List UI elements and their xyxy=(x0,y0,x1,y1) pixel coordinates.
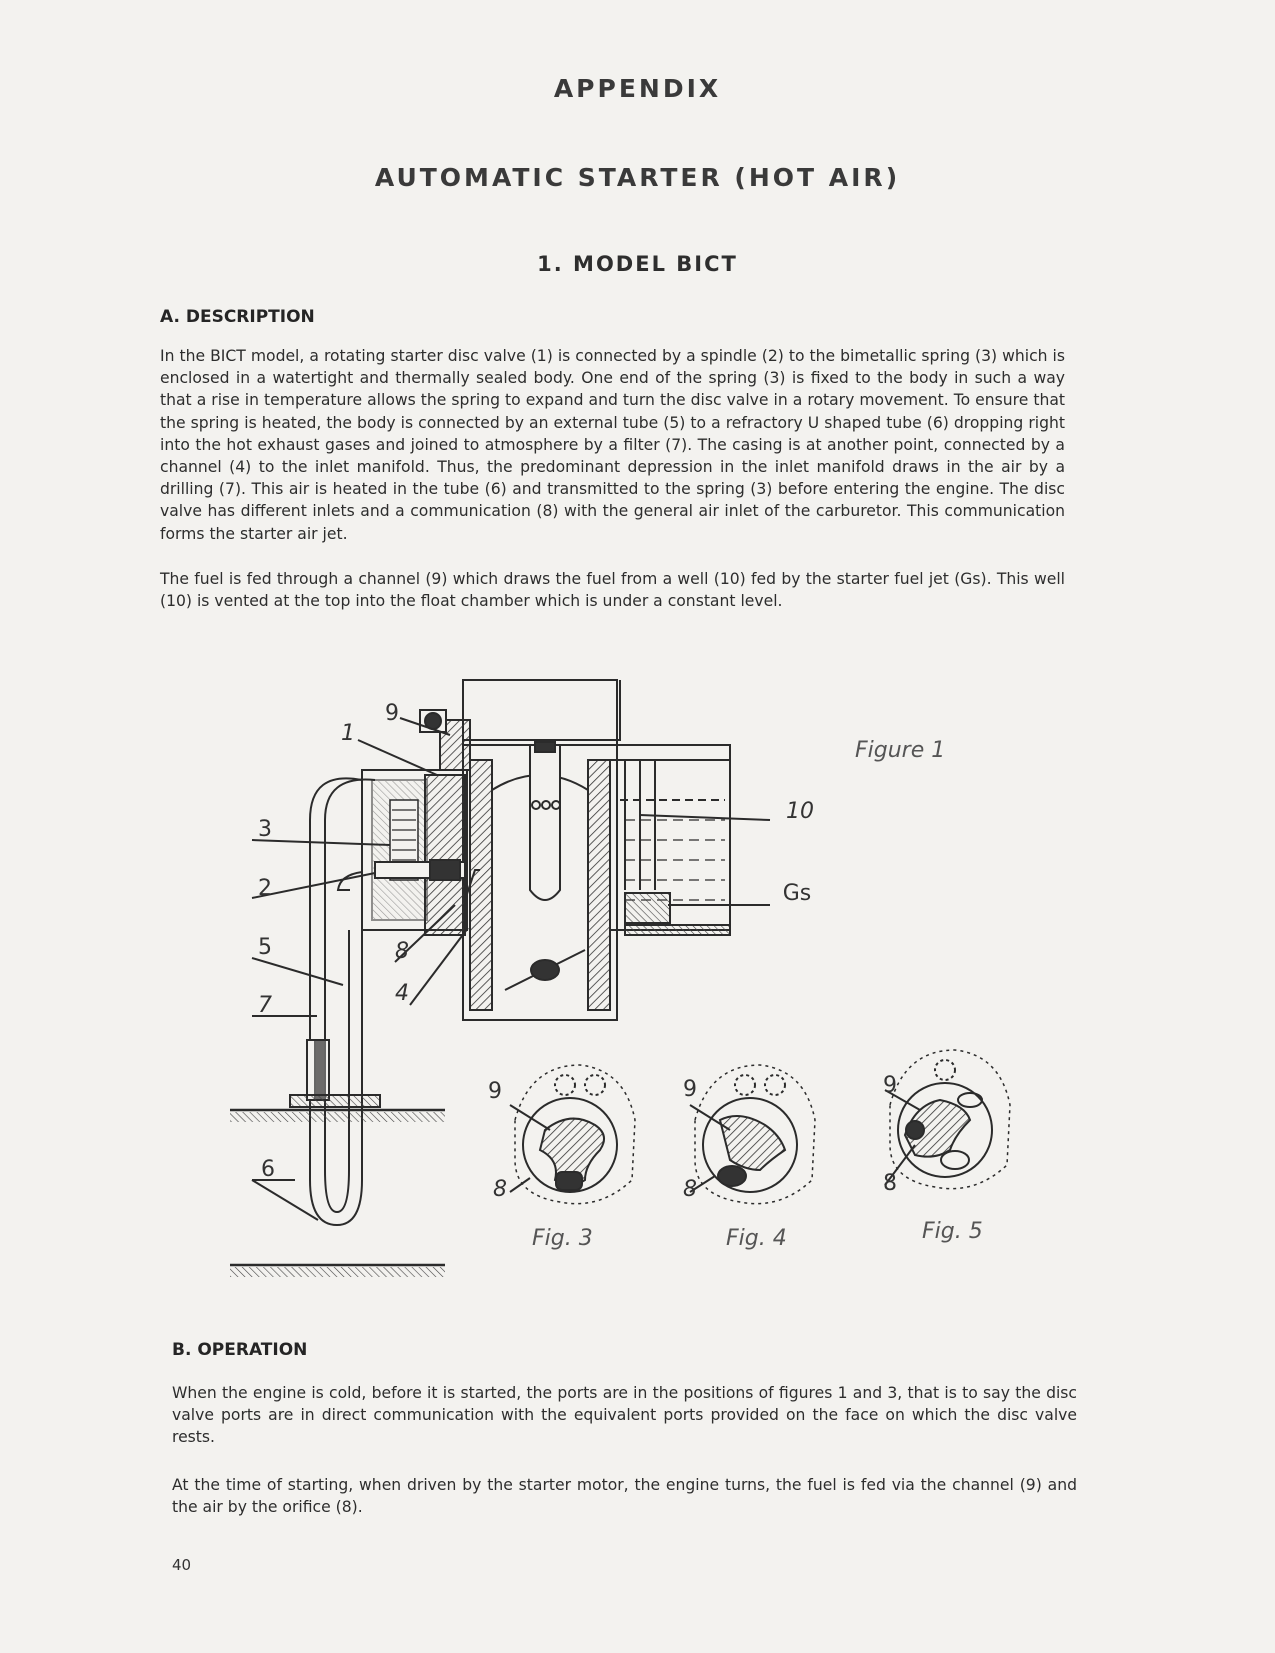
callout-6: 6 xyxy=(261,1157,275,1182)
fig3-label-9: 9 xyxy=(488,1079,502,1104)
callout-5: 5 xyxy=(258,935,272,960)
fig5-label-8: 8 xyxy=(883,1171,897,1196)
callout-1: 1 xyxy=(341,721,355,746)
fig5-caption: Fig. 5 xyxy=(922,1219,983,1244)
callout-4: 4 xyxy=(395,981,409,1006)
fig4-caption: Fig. 4 xyxy=(726,1226,787,1251)
figure-1-caption: Figure 1 xyxy=(855,738,945,763)
callout-3: 3 xyxy=(258,817,272,842)
callout-8: 8 xyxy=(395,939,409,964)
operation-paragraph-2: At the time of starting, when driven by … xyxy=(172,1476,1077,1517)
callout-gs: Gs xyxy=(783,881,812,906)
page-title: AUTOMATIC STARTER (HOT AIR) xyxy=(374,163,901,192)
description-paragraph-2: The fuel is fed through a channel (9) wh… xyxy=(160,570,1065,611)
description-heading: A. DESCRIPTION xyxy=(160,307,315,327)
callout-2: 2 xyxy=(258,876,272,901)
callout-7: 7 xyxy=(258,993,272,1018)
callout-9: 9 xyxy=(385,701,399,726)
fig3-label-8: 8 xyxy=(493,1177,507,1202)
fig4-label-9: 9 xyxy=(683,1077,697,1102)
model-heading: 1. MODEL BICT xyxy=(537,252,738,276)
fig5-label-9: 9 xyxy=(883,1073,897,1098)
operation-paragraph-1: When the engine is cold, before it is st… xyxy=(172,1384,1077,1447)
fig3-caption: Fig. 3 xyxy=(532,1226,593,1251)
fig4-label-8: 8 xyxy=(683,1177,697,1202)
page-number: 40 xyxy=(172,1556,192,1574)
description-paragraph-1: In the BICT model, a rotating starter di… xyxy=(160,347,1065,543)
callout-10: 10 xyxy=(786,799,814,824)
operation-heading: B. OPERATION xyxy=(172,1340,308,1360)
appendix-heading: APPENDIX xyxy=(553,74,722,103)
